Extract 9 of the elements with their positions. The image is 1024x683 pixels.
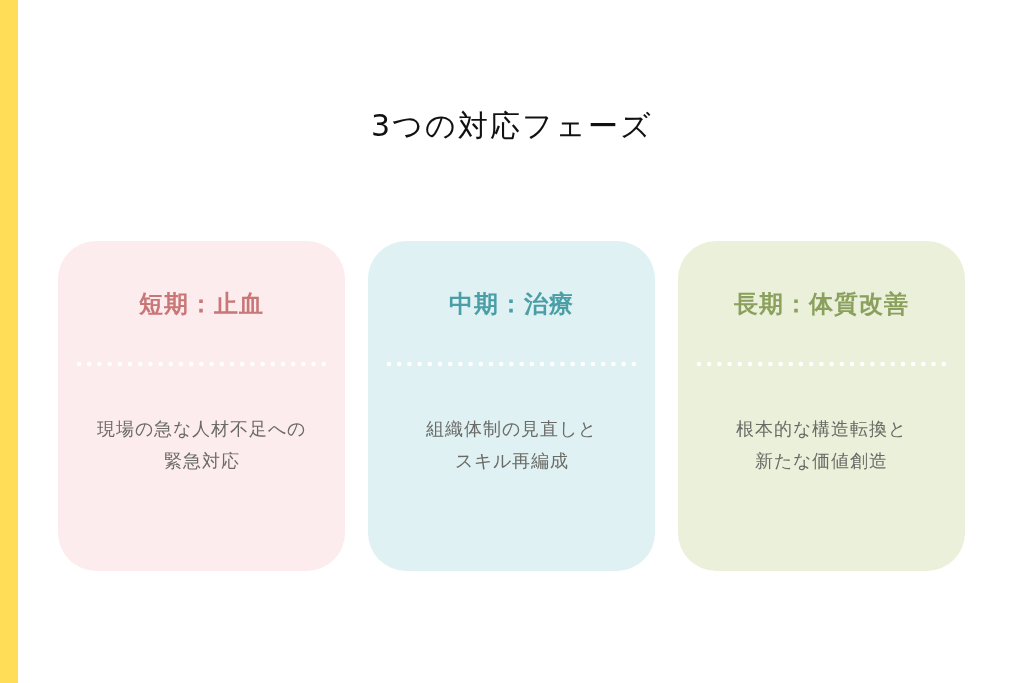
card-heading: 中期：治療 xyxy=(449,290,574,318)
phase-card xyxy=(678,241,965,571)
card-description: 根本的な構造転換と新たな価値創造 xyxy=(735,417,908,473)
card-heading: 長期：体質改善 xyxy=(734,290,909,318)
card-description: 現場の急な人材不足への緊急対応 xyxy=(96,417,307,473)
card-heading: 短期：止血 xyxy=(139,290,264,318)
diagram-title: 3つの対応フェーズ xyxy=(370,108,654,143)
phase-card xyxy=(368,241,655,571)
card-description: 組織体制の見直しとスキル再編成 xyxy=(425,417,598,473)
